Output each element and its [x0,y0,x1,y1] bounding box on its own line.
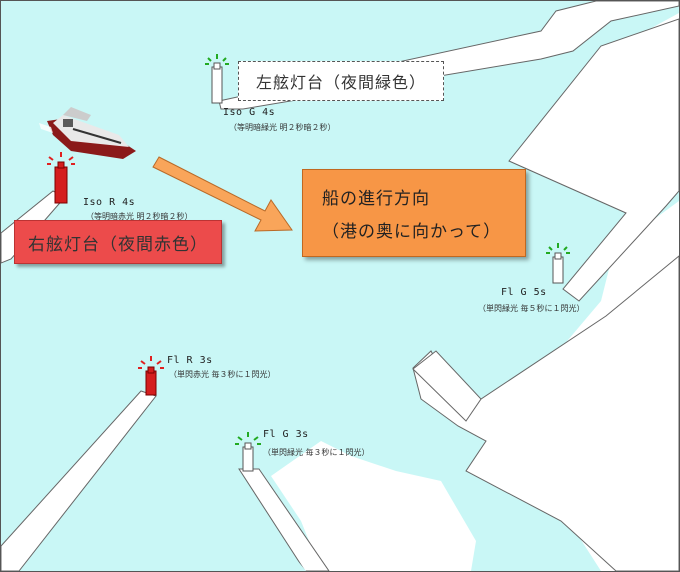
red-lighthouse-icon [138,356,164,396]
light-code-fl-r-3s: Fl R 3s [167,355,213,366]
light-code-iso-g-4s: Iso G 4s [223,107,276,118]
direction-title: 船の進行方向 [322,189,430,209]
direction-subtitle: （港の奥に向かって） [322,222,502,242]
light-code-fl-g-5s: Fl G 5s [501,287,547,298]
light-code-fl-g-3s: Fl G 3s [263,429,309,440]
left-lighthouse-title: 左舷灯台（夜間緑色） [255,73,426,92]
south-land [141,441,476,571]
inner-pier-block [412,350,482,422]
green-lighthouse-icon [546,243,570,284]
ferry-ship-icon [39,107,136,159]
right-lighthouse-label-box: 右舷灯台（夜間赤色） [14,220,222,264]
red-lighthouse-icon [47,152,75,204]
light-desc-fl-r-3s: （単閃赤光 毎３秒に１閃光） [169,370,276,379]
light-desc-iso-g-4s: （等明暗緑光 明２秒暗２秒） [229,123,336,132]
direction-arrow-icon [152,156,293,232]
light-desc-iso-r-4s: （等明暗赤光 明２秒暗２秒） [86,212,193,221]
southwest-jetty [1,390,157,571]
direction-label-box: 船の進行方向 （港の奥に向かって） [302,169,526,257]
light-code-iso-r-4s: Iso R 4s [83,197,136,208]
east-land [508,18,679,302]
south-shore [51,466,306,571]
green-lighthouse-icon [235,432,261,472]
left-lighthouse-label-box: 左舷灯台（夜間緑色） [238,61,444,101]
green-lighthouse-icon [205,54,229,104]
light-desc-fl-g-5s: （単閃緑光 毎５秒に１閃光） [478,304,585,313]
right-lighthouse-title: 右舷灯台（夜間赤色） [28,234,208,255]
light-desc-fl-g-3s: （単閃緑光 毎３秒に１閃光） [263,448,370,457]
